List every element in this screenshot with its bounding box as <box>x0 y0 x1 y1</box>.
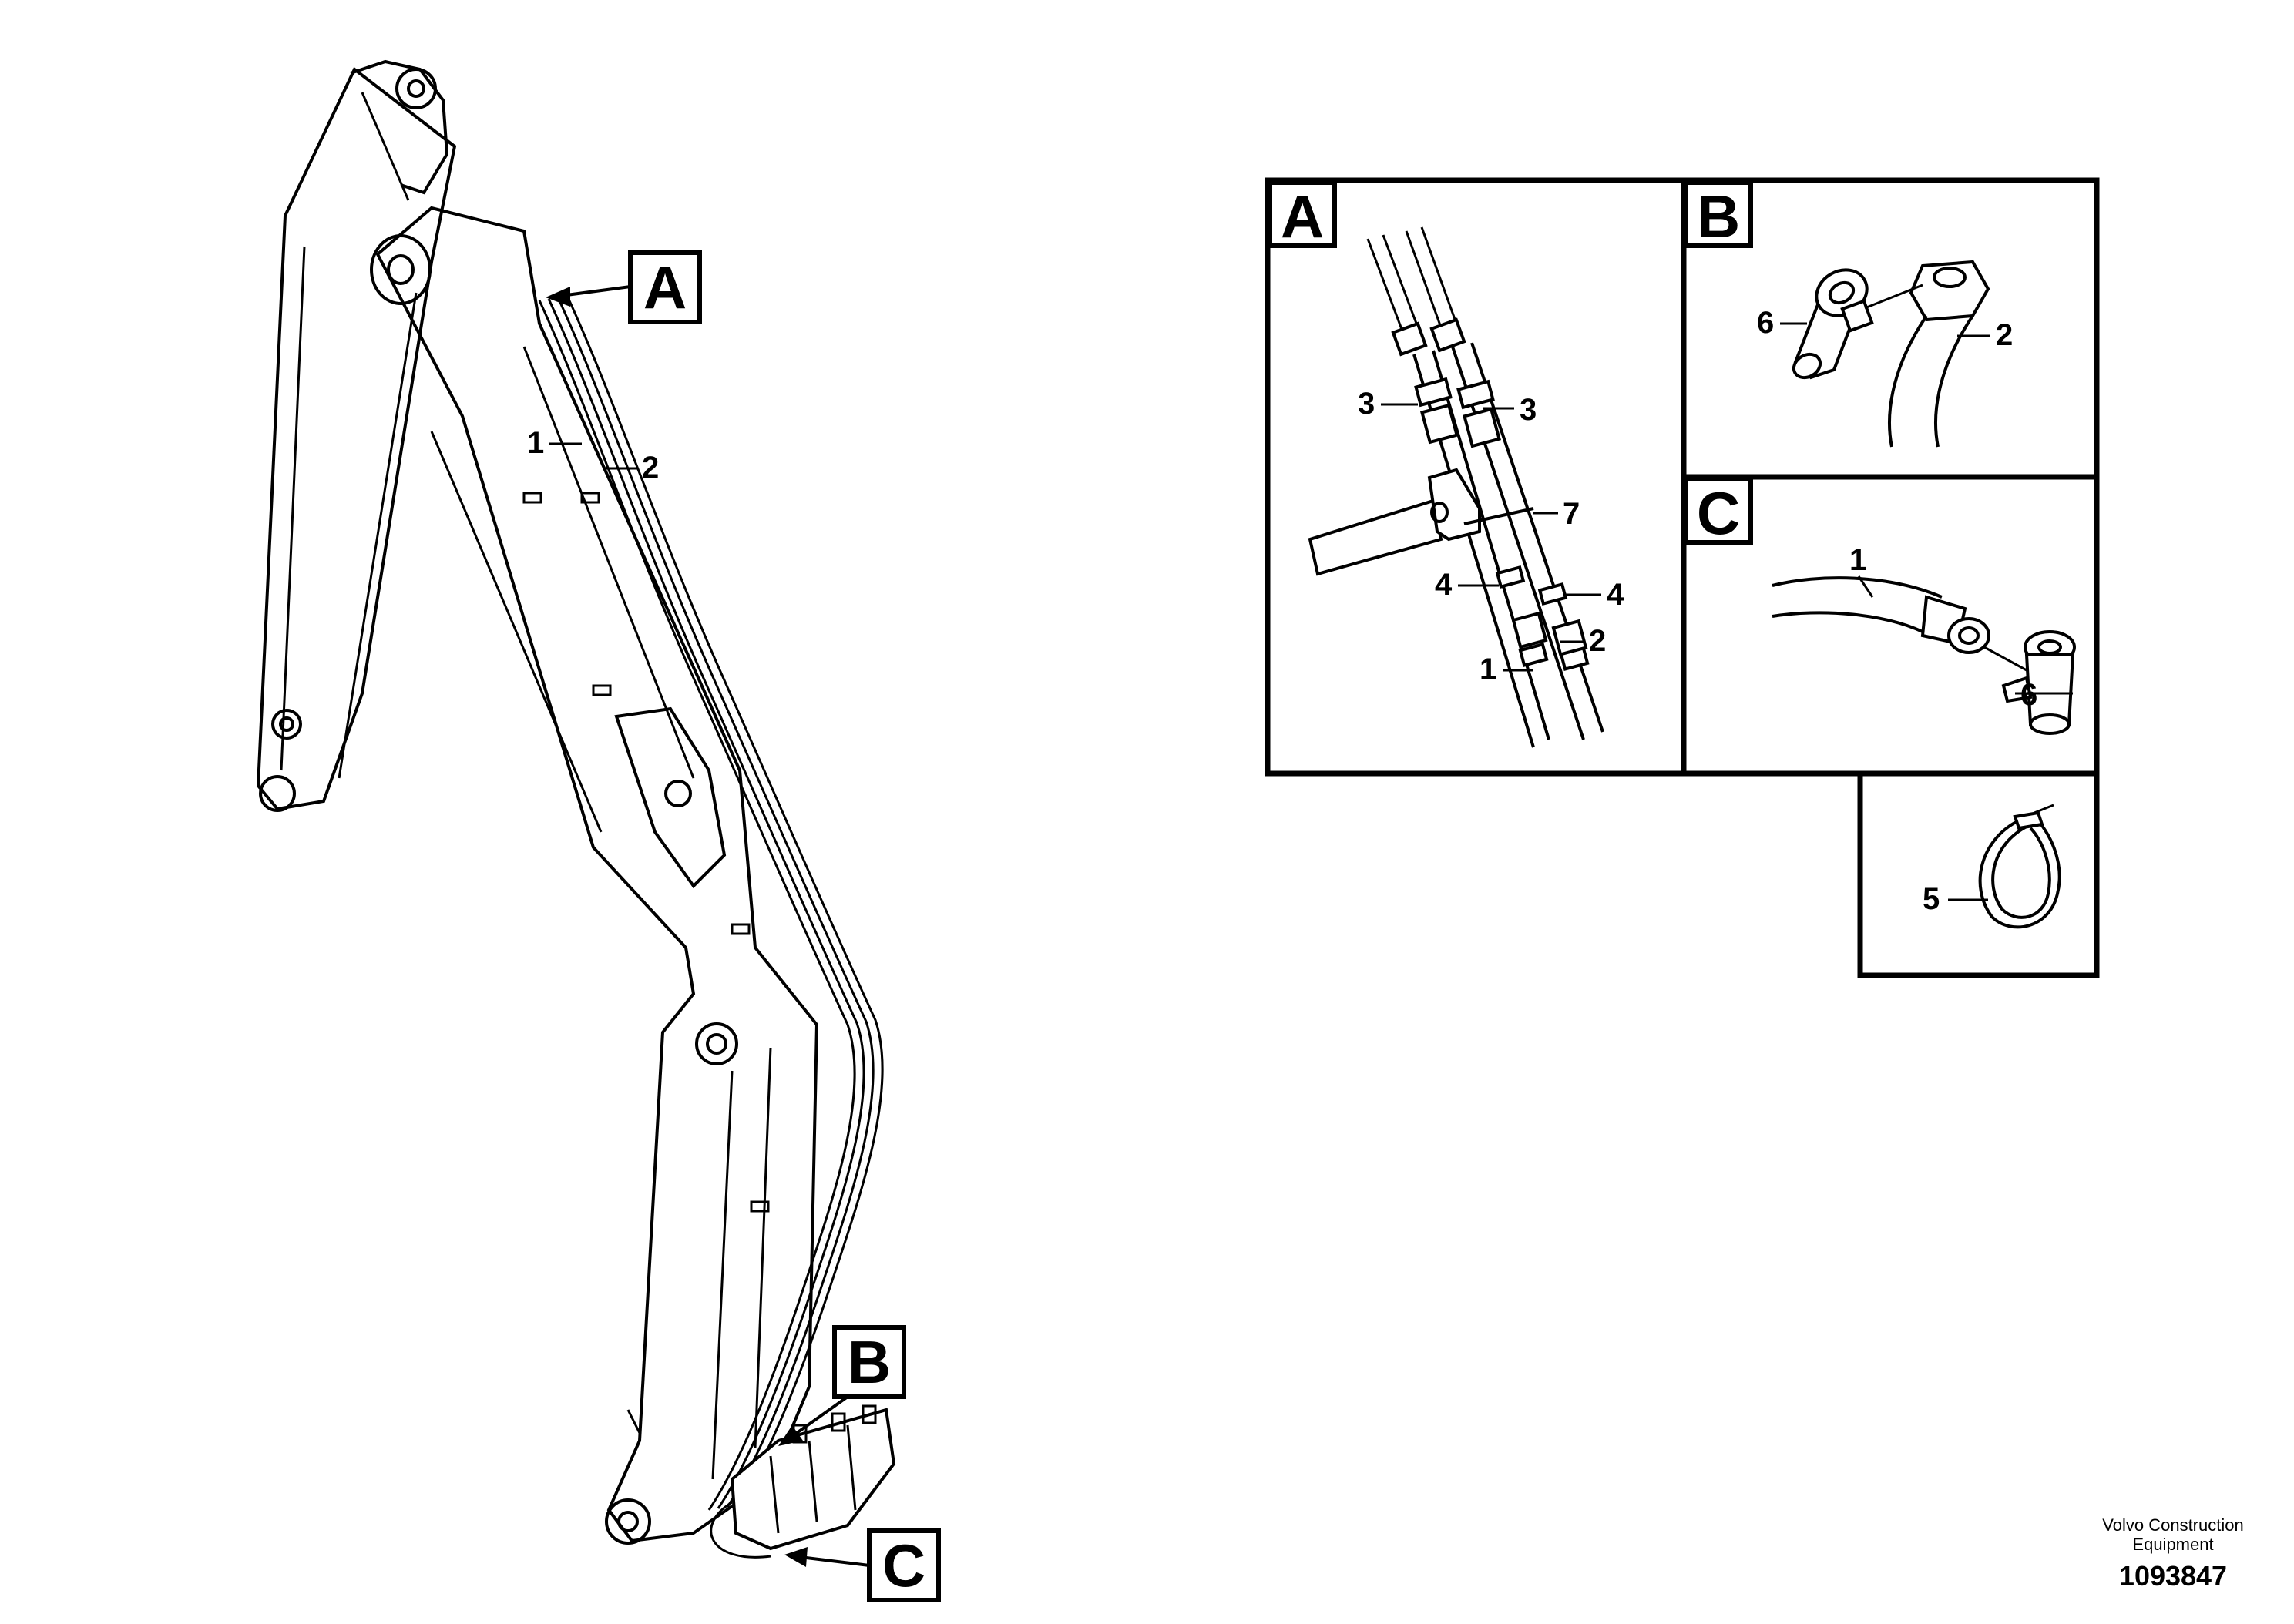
footer-branding: Volvo Construction Equipment 1093847 <box>2102 1515 2243 1592</box>
detail-a-label-3-left: 3 <box>1358 387 1375 421</box>
detail-a-drawing: 3 3 7 4 4 2 1 <box>1308 226 1624 748</box>
detail-a-label-4-left: 4 <box>1435 568 1453 602</box>
panel-c-tab: C <box>1684 477 1753 547</box>
main-label-1: 1 <box>527 426 544 460</box>
document-number: 1093847 <box>2119 1560 2227 1592</box>
control-valve-block <box>710 1404 896 1559</box>
detail-a-label-2: 2 <box>1589 624 1606 658</box>
detail-a-label-7: 7 <box>1563 497 1580 531</box>
panel-b-letter: B <box>1697 183 1740 250</box>
detail-c-drawing: 1 6 <box>1772 543 2076 735</box>
detail-cable-tie-drawing: 5 <box>1923 804 2061 929</box>
detail-a-label-3-right: 3 <box>1520 393 1537 427</box>
boom-assembly-drawing <box>256 59 819 1545</box>
callout-tag-c: C <box>784 1528 941 1602</box>
brand-line-2: Equipment <box>2132 1535 2213 1554</box>
detail-c-label-6: 6 <box>2020 678 2037 712</box>
detail-b-label-6: 6 <box>1757 306 1774 340</box>
detail-c-label-1: 1 <box>1849 543 1866 577</box>
callout-tag-a: A <box>546 250 702 324</box>
panel-a-tab: A <box>1268 180 1337 250</box>
callout-b-label: B <box>848 1328 891 1396</box>
main-part-labels: 1 2 <box>527 426 659 485</box>
detail-frames <box>1265 177 2100 978</box>
detail-a-label-4-right: 4 <box>1607 578 1624 612</box>
detail-b-drawing: 6 2 <box>1757 260 2013 448</box>
panel-c-letter: C <box>1697 479 1740 547</box>
detail-5-label: 5 <box>1923 882 1940 916</box>
panel-b-tab: B <box>1684 180 1753 250</box>
panel-a-letter: A <box>1281 183 1324 250</box>
callout-a-label: A <box>643 253 687 321</box>
callout-tag-b: B <box>778 1325 906 1446</box>
hose-routing <box>538 295 884 1511</box>
main-label-2: 2 <box>642 451 659 485</box>
detail-b-label-2: 2 <box>1996 318 2013 352</box>
callout-c-label: C <box>882 1532 925 1599</box>
brand-line-1: Volvo Construction <box>2102 1515 2243 1535</box>
detail-a-label-1: 1 <box>1480 653 1496 686</box>
